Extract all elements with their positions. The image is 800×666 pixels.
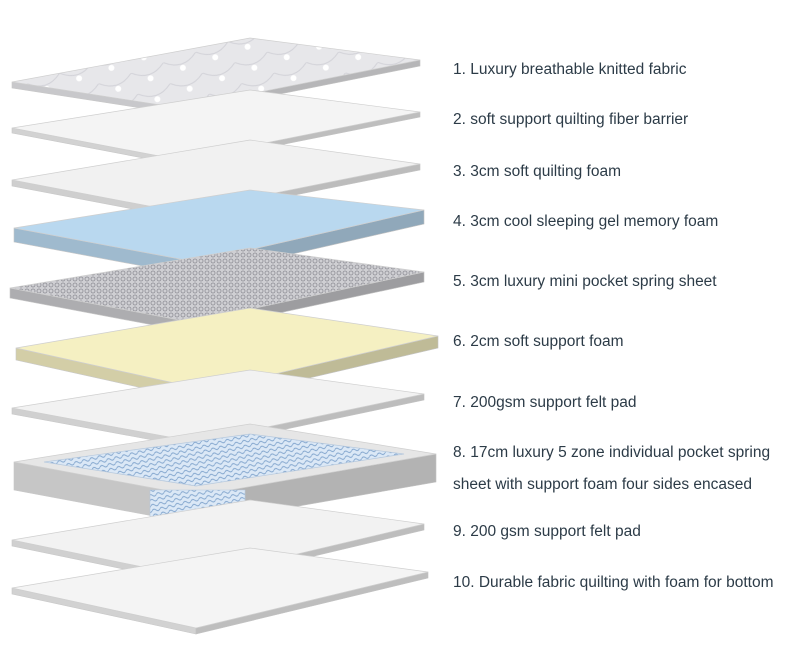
layer-3-label: 3. 3cm soft quilting foam (453, 163, 621, 180)
layer-10-top-face (11, 547, 429, 629)
layer-1-top-face (11, 37, 421, 109)
layer-4-top-face (13, 189, 425, 263)
layer-5-top-face (9, 247, 425, 323)
layer-3-top-face (11, 139, 421, 213)
layer-7-top-face (11, 369, 425, 443)
layer-2-label: 2. soft support quilting fiber barrier (453, 111, 688, 128)
layer-10-bottom-fabric (11, 547, 429, 635)
layer-8-label-line-2: sheet with support foam four sides encas… (453, 476, 752, 493)
layer-2-top-face (11, 89, 421, 161)
layer-1-label: 1. Luxury breathable knitted fabric (453, 61, 687, 78)
layer-4-label: 4. 3cm cool sleeping gel memory foam (453, 213, 718, 230)
layer-10-label: 10. Durable fabric quilting with foam fo… (453, 574, 774, 591)
layer-6-label: 6. 2cm soft support foam (453, 333, 624, 350)
layer-9-label: 9. 200 gsm support felt pad (453, 523, 641, 540)
layer-1-knitted-fabric (11, 37, 421, 115)
layer-7-label: 7. 200gsm support felt pad (453, 394, 637, 411)
layer-5-label: 5. 3cm luxury mini pocket spring sheet (453, 273, 717, 290)
pocket-spring-coils (43, 433, 405, 487)
layer-6-top-face (15, 307, 439, 391)
layer-8-label-line-1: 8. 17cm luxury 5 zone individual pocket … (453, 444, 770, 461)
layer-9-top-face (11, 499, 425, 579)
